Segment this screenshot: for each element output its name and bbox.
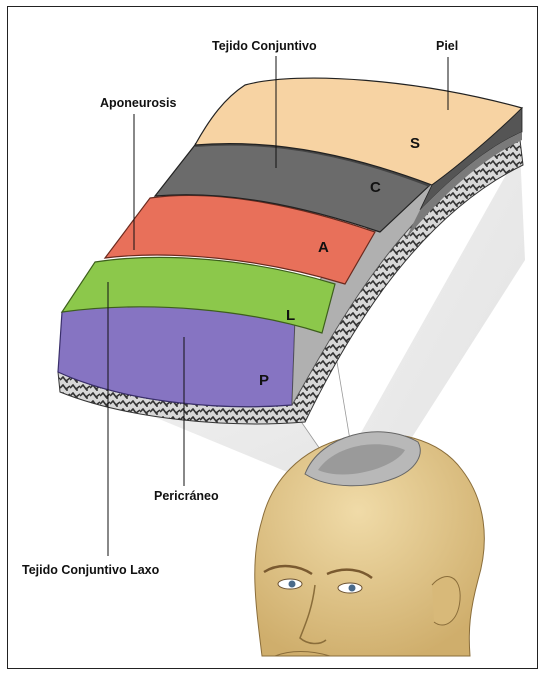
- letter-a: A: [318, 239, 329, 256]
- letter-p: P: [259, 372, 269, 389]
- label-pericraneo: Pericráneo: [154, 489, 219, 503]
- label-tejido-conjuntivo: Tejido Conjuntivo: [212, 39, 317, 53]
- label-tejido-conjuntivo-laxo: Tejido Conjuntivo Laxo: [22, 563, 160, 577]
- letter-s: S: [410, 135, 420, 152]
- letter-c: C: [370, 179, 381, 196]
- letter-l: L: [286, 307, 295, 324]
- label-piel: Piel: [436, 39, 458, 53]
- label-aponeurosis: Aponeurosis: [100, 96, 176, 110]
